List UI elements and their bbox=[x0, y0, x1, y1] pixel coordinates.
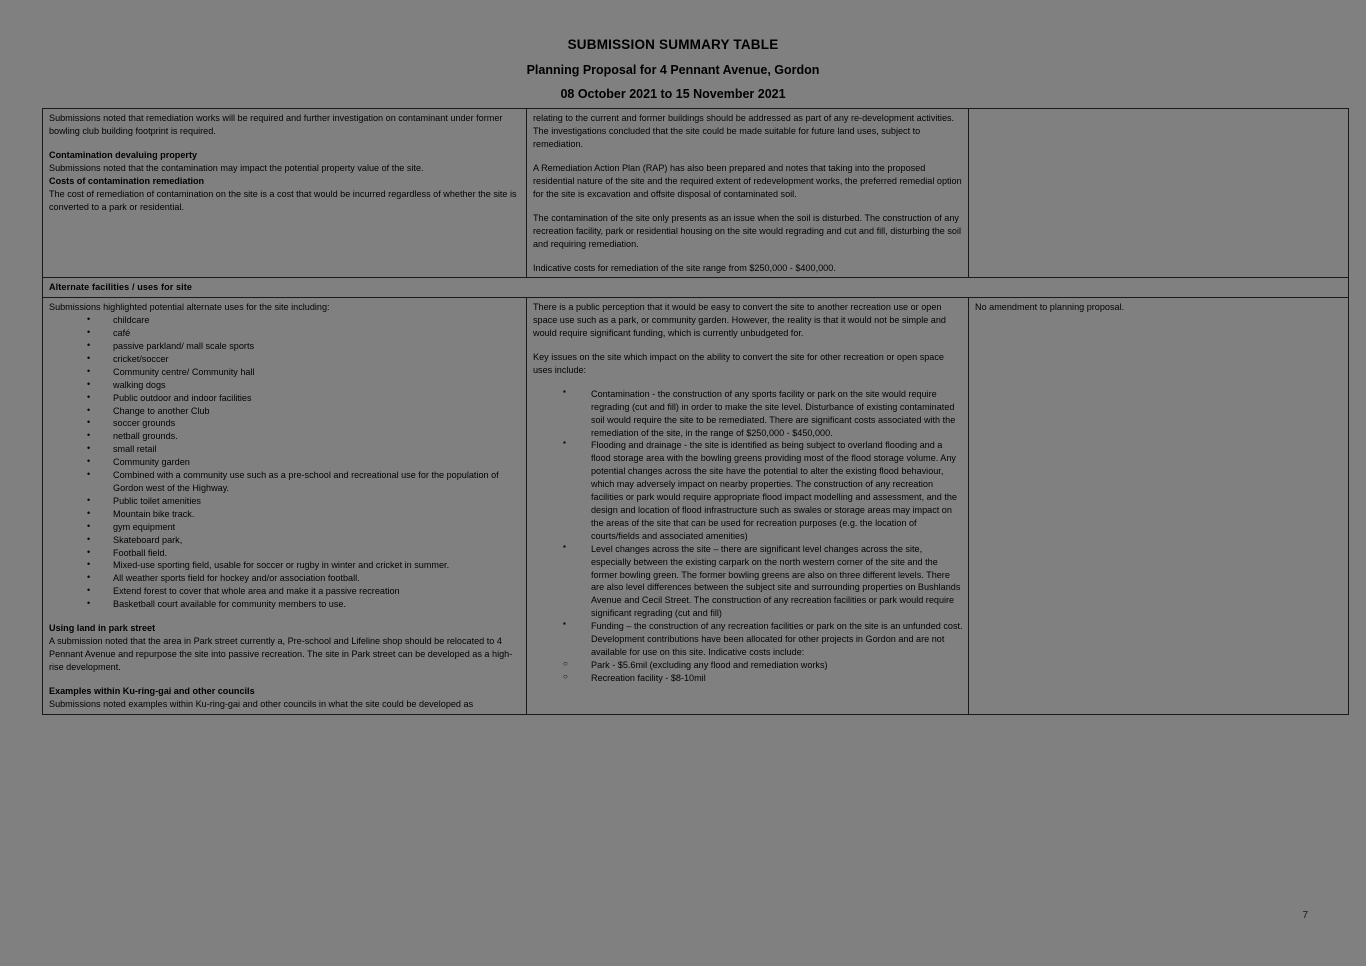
list-item: Flooding and drainage - the site is iden… bbox=[563, 437, 963, 542]
park-street-heading: Using land in park street bbox=[49, 623, 156, 634]
spacer bbox=[49, 611, 521, 622]
document-header: SUBMISSION SUMMARY TABLE Planning Propos… bbox=[20, 14, 1326, 101]
contamination-response-para-2: A Remediation Action Plan (RAP) has also… bbox=[533, 163, 962, 199]
contamination-intro-text: Submissions noted that remediation works… bbox=[49, 113, 503, 137]
list-item: Football field. bbox=[87, 546, 521, 560]
park-street-text: A submission noted that the area in Park… bbox=[49, 635, 513, 672]
list-item: Community garden bbox=[87, 455, 521, 469]
alternate-response-bullet-list: Contamination - the construction of any … bbox=[533, 386, 963, 659]
alternate-uses-intro: Submissions highlighted potential altern… bbox=[49, 302, 330, 313]
examples-text: Submissions noted examples within Ku-rin… bbox=[49, 698, 474, 709]
list-item: cricket/soccer bbox=[87, 352, 521, 366]
spacer bbox=[49, 138, 521, 149]
contamination-costs-text: The cost of remediation of contamination… bbox=[49, 188, 517, 212]
contamination-costs-heading: Costs of contamination remediation bbox=[49, 175, 205, 186]
list-item: Combined with a community use such as a … bbox=[87, 468, 521, 495]
list-item: Level changes across the site – there ar… bbox=[563, 541, 963, 620]
list-item: Public outdoor and indoor facilities bbox=[87, 391, 521, 405]
list-item: Mountain bike track. bbox=[87, 507, 521, 521]
list-item: Contamination - the construction of any … bbox=[563, 386, 963, 440]
list-item: Community centre/ Community hall bbox=[87, 365, 521, 379]
sub-list-item: Park - $5.6mil (excluding any flood and … bbox=[563, 658, 963, 672]
list-item: Public toilet amenities bbox=[87, 494, 521, 508]
cell-contamination-submissions: Submissions noted that remediation works… bbox=[42, 108, 527, 279]
list-item: All weather sports field for hockey and/… bbox=[87, 571, 521, 585]
list-item: childcare bbox=[87, 313, 521, 327]
spacer bbox=[49, 674, 521, 685]
examples-heading: Examples within Ku-ring-gai and other co… bbox=[49, 685, 255, 696]
alternate-response-para-1: There is a public perception that it wou… bbox=[533, 302, 946, 339]
table-row-contamination: Submissions noted that remediation works… bbox=[42, 108, 1349, 279]
list-item: small retail bbox=[87, 442, 521, 456]
cell-alternate-uses-submissions: Submissions highlighted potential altern… bbox=[42, 297, 527, 715]
list-item: Skateboard park, bbox=[87, 533, 521, 547]
sub-list-item: Recreation facility - $8-10mil bbox=[563, 671, 963, 685]
list-item: Funding – the construction of any recrea… bbox=[563, 618, 963, 659]
alternate-response-para-2: Key issues on the site which impact on t… bbox=[533, 352, 944, 375]
alternate-amendment-text: No amendment to planning proposal. bbox=[975, 302, 1125, 313]
cell-contamination-response: relating to the current and former build… bbox=[526, 108, 969, 279]
submission-summary-table: Submissions noted that remediation works… bbox=[42, 108, 1349, 715]
contamination-devaluing-text: Submissions noted that the contamination… bbox=[49, 163, 424, 174]
alternate-response-sub-bullet-list: Park - $5.6mil (excluding any flood and … bbox=[533, 658, 963, 685]
list-item: Mixed-use sporting field, usable for soc… bbox=[87, 558, 521, 572]
page-number: 7 bbox=[1302, 910, 1308, 921]
list-item: Change to another Club bbox=[87, 404, 521, 418]
list-item: Extend forest to cover that whole area a… bbox=[87, 584, 521, 598]
list-item: soccer grounds bbox=[87, 416, 521, 430]
list-item: walking dogs bbox=[87, 378, 521, 392]
spacer bbox=[533, 377, 963, 388]
cell-contamination-amendment bbox=[968, 108, 1349, 279]
list-item: café bbox=[87, 326, 521, 340]
contamination-response-para-3: The contamination of the site only prese… bbox=[533, 212, 961, 249]
section-band-label: Alternate facilities / uses for site bbox=[42, 277, 1349, 299]
contamination-devaluing-heading: Contamination devaluing property bbox=[49, 150, 198, 161]
submission-date-range: 08 October 2021 to 15 November 2021 bbox=[560, 86, 786, 101]
document-body: SUBMISSION SUMMARY TABLE Planning Propos… bbox=[20, 14, 1349, 921]
contamination-response-para-1: relating to the current and former build… bbox=[533, 113, 955, 150]
list-item: passive parkland/ mall scale sports bbox=[87, 339, 521, 353]
table-row-alternate-uses: Submissions highlighted potential altern… bbox=[42, 297, 1349, 715]
page-title: SUBMISSION SUMMARY TABLE bbox=[567, 37, 779, 52]
list-item: netball grounds. bbox=[87, 429, 521, 443]
cell-alternate-uses-amendment: No amendment to planning proposal. bbox=[968, 297, 1349, 715]
contamination-response-para-4: Indicative costs for remediation of the … bbox=[533, 262, 836, 273]
cell-alternate-uses-response: There is a public perception that it wou… bbox=[526, 297, 969, 715]
table-row-section-band: Alternate facilities / uses for site bbox=[42, 277, 1349, 299]
list-item: Basketball court available for community… bbox=[87, 597, 521, 611]
alternate-uses-bullet-list: childcarecafépassive parkland/ mall scal… bbox=[49, 313, 521, 611]
list-item: gym equipment bbox=[87, 520, 521, 534]
page-subtitle: Planning Proposal for 4 Pennant Avenue, … bbox=[526, 62, 820, 77]
